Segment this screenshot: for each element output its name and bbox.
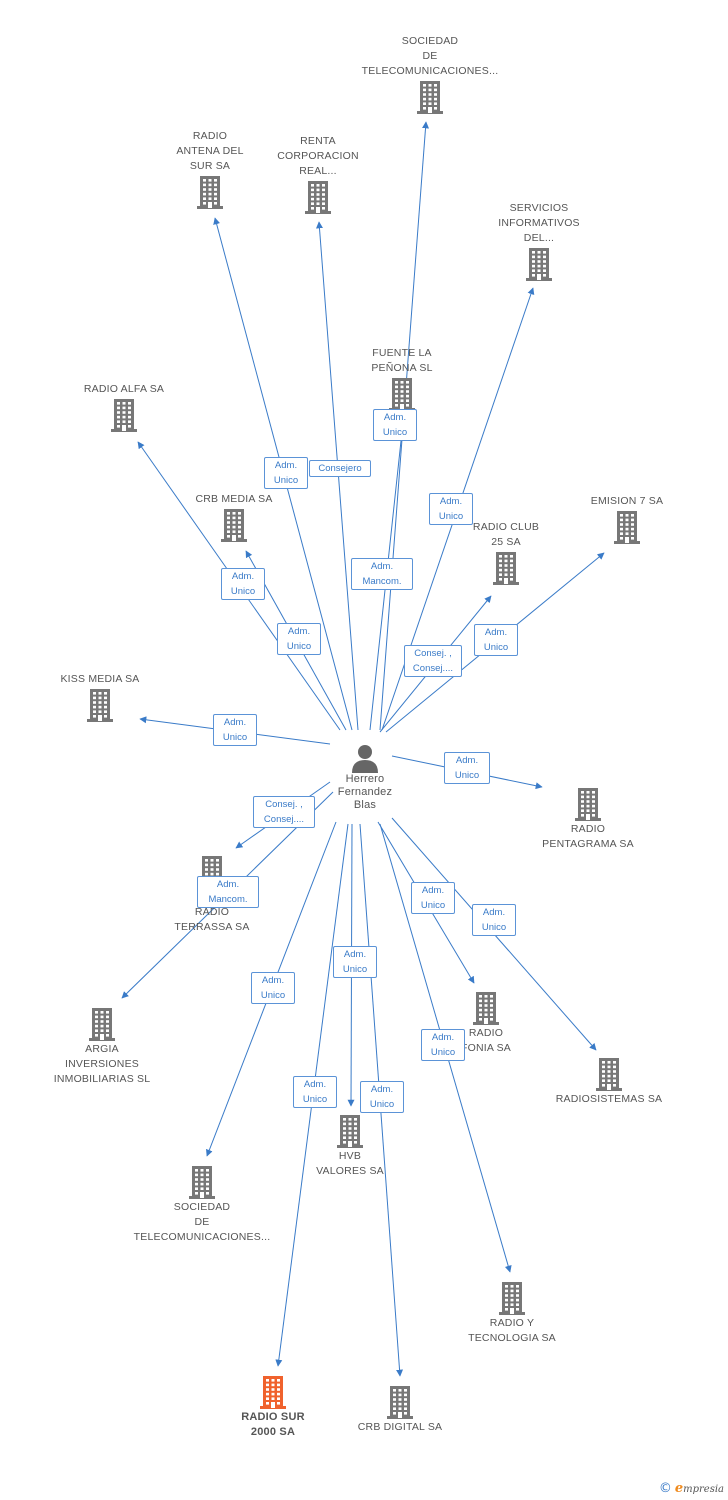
relation-badge-radio-antena[interactable]: Adm. Unico: [264, 457, 308, 489]
relation-badge-radiofonia[interactable]: Adm. Unico: [411, 882, 455, 914]
relation-badge-renta[interactable]: Consejero: [309, 460, 371, 477]
building-icon: [473, 992, 499, 1025]
company-name: KISS MEDIA SA: [60, 673, 140, 685]
company-node-kiss-media[interactable]: KISS MEDIA SA: [30, 672, 170, 723]
company-node-radio-alfa[interactable]: RADIO ALFA SA: [54, 382, 194, 433]
company-name: RADIO CLUB 25 SA: [472, 521, 540, 548]
company-node-radio-club-25[interactable]: RADIO CLUB 25 SA: [436, 520, 576, 586]
relation-badge-crb-media[interactable]: Adm. Unico: [277, 623, 321, 655]
building-icon: [87, 689, 113, 722]
relation-badge-servicios[interactable]: Adm. Unico: [429, 493, 473, 525]
relation-badge-radio-tecnologia[interactable]: Adm. Unico: [421, 1029, 465, 1061]
building-icon: [614, 511, 640, 544]
company-name: ARGIA INVERSIONES INMOBILIARIAS SL: [53, 1043, 151, 1085]
copyright-icon: ©: [658, 1481, 672, 1496]
relation-badge-emision[interactable]: Adm. Unico: [474, 624, 518, 656]
company-node-hvb-valores[interactable]: HVB VALORES SA: [280, 1113, 420, 1179]
company-name: RADIO ALFA SA: [83, 383, 165, 395]
company-node-fuente-la-penona[interactable]: FUENTE LA PEÑONA SL: [332, 346, 472, 412]
building-icon: [493, 552, 519, 585]
brand-logo: empresia: [674, 1481, 724, 1496]
company-name: SOCIEDAD DE TELECOMUNICACIONES...: [133, 1201, 271, 1243]
company-name: RADIO SUR 2000 SA: [241, 1411, 305, 1438]
company-name: RENTA CORPORACION REAL...: [277, 135, 359, 177]
company-node-renta-corporacion[interactable]: RENTA CORPORACION REAL...: [248, 134, 388, 215]
company-node-radio-fonia[interactable]: RADIO FONIA SA: [416, 990, 556, 1056]
building-icon: [221, 509, 247, 542]
relation-badge-radiosistemas[interactable]: Adm. Unico: [472, 904, 516, 936]
relation-badge-pentagrama[interactable]: Adm. Unico: [444, 752, 490, 784]
company-name: CRB DIGITAL SA: [357, 1421, 443, 1433]
company-node-argia-inversiones[interactable]: ARGIA INVERSIONES INMOBILIARIAS SL: [32, 1006, 172, 1087]
relation-badge-radio-sur[interactable]: Adm. Unico: [293, 1076, 337, 1108]
building-icon: [189, 1166, 215, 1199]
company-node-radio-y-tecnologia[interactable]: RADIO Y TECNOLOGIA SA: [442, 1280, 582, 1346]
company-node-radio-sur-2000[interactable]: RADIO SUR 2000 SA: [203, 1374, 343, 1440]
company-node-emision-7[interactable]: EMISION 7 SA: [557, 494, 697, 545]
building-icon: [197, 176, 223, 209]
company-name: RADIO FONIA SA: [460, 1027, 512, 1054]
relation-badge-fuente[interactable]: Adm. Unico: [373, 409, 417, 441]
relation-badge-argia[interactable]: Consej. , Consej....: [253, 796, 315, 828]
company-name: CRB MEDIA SA: [195, 493, 273, 505]
building-icon: [337, 1115, 363, 1148]
company-name: SOCIEDAD DE TELECOMUNICACIONES...: [361, 35, 499, 77]
company-name: EMISION 7 SA: [590, 495, 664, 507]
company-node-radio-pentagrama[interactable]: RADIO PENTAGRAMA SA: [518, 786, 658, 852]
building-icon: [596, 1058, 622, 1091]
person-name: Herrero Fernandez Blas: [337, 773, 393, 811]
company-node-sociedad-telecom-top[interactable]: SOCIEDAD DE TELECOMUNICACIONES...: [360, 34, 500, 115]
building-icon: [417, 81, 443, 114]
company-name: FUENTE LA PEÑONA SL: [371, 347, 433, 374]
building-icon: [89, 1008, 115, 1041]
relation-badge-crb-digital[interactable]: Adm. Unico: [360, 1081, 404, 1113]
company-name: RADIO Y TECNOLOGIA SA: [468, 1317, 556, 1344]
relation-badge-hvb[interactable]: Adm. Unico: [333, 946, 377, 978]
company-name: RADIO ANTENA DEL SUR SA: [176, 130, 244, 172]
building-icon: [387, 1386, 413, 1419]
building-icon: [389, 378, 415, 411]
relation-badge-terrassa[interactable]: Adm. Mancom.: [197, 876, 259, 908]
company-node-radiosistemas[interactable]: RADIOSISTEMAS SA: [539, 1056, 679, 1107]
person-node[interactable]: Herrero Fernandez Blas: [290, 743, 440, 812]
relation-badge-sociedad-bottom[interactable]: Adm. Unico: [251, 972, 295, 1004]
building-icon: [111, 399, 137, 432]
relation-badge-kiss[interactable]: Adm. Unico: [213, 714, 257, 746]
empresia-watermark: © empresia: [659, 1481, 724, 1496]
person-icon: [352, 745, 378, 773]
relation-badge-radio-alfa[interactable]: Adm. Unico: [221, 568, 265, 600]
company-name: RADIOSISTEMAS SA: [555, 1093, 663, 1105]
building-icon: [499, 1282, 525, 1315]
company-node-servicios-informativos[interactable]: SERVICIOS INFORMATIVOS DEL...: [469, 201, 609, 282]
relation-badge-sociedad-top[interactable]: Adm. Mancom.: [351, 558, 413, 590]
company-name: RADIO PENTAGRAMA SA: [542, 823, 634, 850]
relation-badge-radio-club[interactable]: Consej. , Consej....: [404, 645, 462, 677]
company-node-crb-digital[interactable]: CRB DIGITAL SA: [330, 1384, 470, 1435]
company-node-crb-media[interactable]: CRB MEDIA SA: [164, 492, 304, 543]
company-node-sociedad-telecom-bottom[interactable]: SOCIEDAD DE TELECOMUNICACIONES...: [132, 1164, 272, 1245]
building-icon: [575, 788, 601, 821]
company-name: SERVICIOS INFORMATIVOS DEL...: [498, 202, 580, 244]
building-icon: [305, 181, 331, 214]
building-icon: [260, 1376, 286, 1409]
company-name: HVB VALORES SA: [316, 1150, 384, 1177]
company-node-radio-antena-del-sur[interactable]: RADIO ANTENA DEL SUR SA: [140, 129, 280, 210]
building-icon: [526, 248, 552, 281]
